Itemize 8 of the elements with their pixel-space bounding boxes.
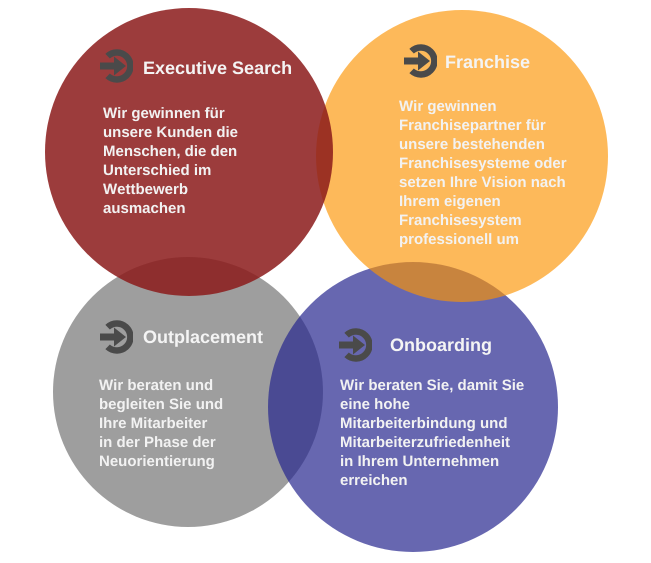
circle-heading: Franchise: [445, 51, 530, 73]
circle-heading: Outplacement: [143, 326, 264, 348]
circle-description: Wir gewinnen für unsere Kunden die Menschen, die den Unterschied im Wettbewerb ausmachen: [103, 104, 240, 218]
circle-description: Wir beraten und begleiten Sie und Ihre Mitarbeiter in der Phase der Neuorientierung: [99, 376, 224, 471]
circle-heading: Executive Search: [143, 57, 292, 79]
circle-heading: Onboarding: [390, 334, 492, 356]
circle-description: Wir beraten Sie, damit Sie eine hohe Mitarbeiterbindung und Mitarbeiterzufriedenheit in Ihrem Unternehmen erreichen: [340, 376, 526, 490]
circle-description: Wir gewinnen Franchisepartner für unsere bestehenden Franchisesysteme oder setzen Ihre Vision nach Ihrem eigenen Franchisesystem professionell um: [399, 97, 568, 249]
